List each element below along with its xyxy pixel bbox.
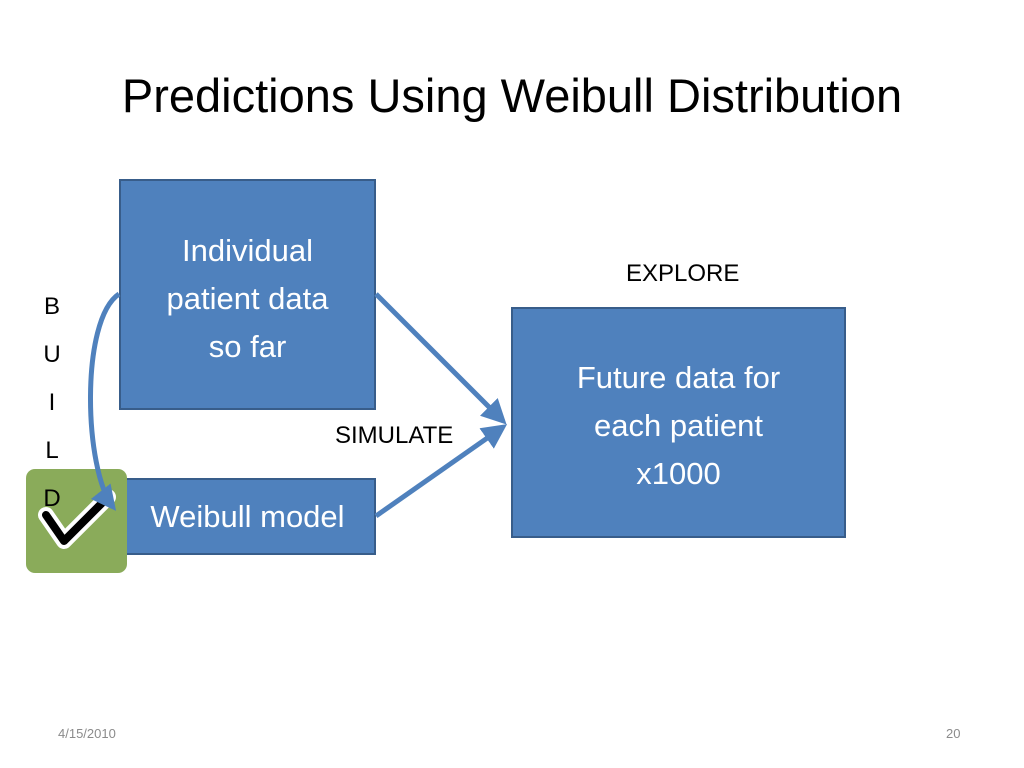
future-data-box: Future data for each patient x1000 (511, 307, 846, 538)
build-letter: U (43, 341, 61, 368)
slide-title: Predictions Using Weibull Distribution (121, 69, 903, 122)
explore-label: EXPLORE (626, 260, 740, 287)
slide-number: 20 (946, 726, 961, 741)
box-line: Individual (182, 233, 313, 268)
box-line: each patient (594, 408, 763, 443)
simulate-label: SIMULATE (335, 422, 454, 449)
arrow-individual-to-future (374, 292, 507, 425)
box-line: x1000 (636, 456, 721, 491)
build-letter: L (45, 437, 59, 464)
footer-date: 4/15/2010 (58, 726, 116, 741)
box-line: so far (208, 329, 287, 364)
build-letter: I (48, 389, 56, 416)
checkmark-icon (38, 489, 116, 549)
build-letter: D (43, 485, 61, 512)
individual-patient-data-box: Individual patient data so far (119, 179, 376, 410)
box-line: patient data (166, 281, 329, 316)
weibull-model-box: Weibull model (119, 478, 376, 555)
build-vertical-label: B U I L D (38, 290, 66, 530)
build-letter: B (43, 293, 60, 320)
box-line: Future data for (576, 360, 781, 395)
